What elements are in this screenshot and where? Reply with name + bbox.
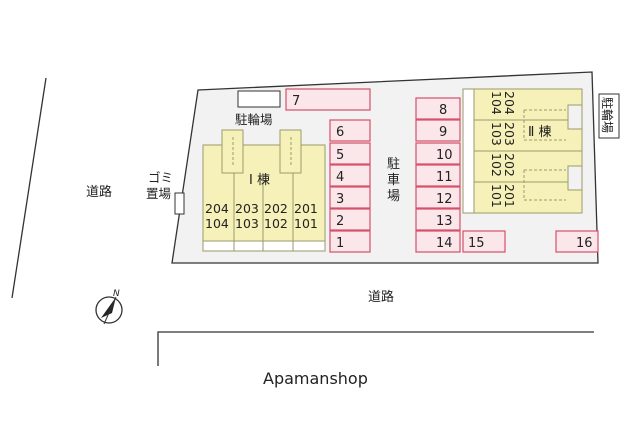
b1-unit-upper-2: 203 [235, 201, 259, 216]
garbage-label: ゴミ 置場 [146, 170, 177, 201]
parking-space-14-label: 14 [436, 236, 453, 251]
parking-space-9 [415, 119, 461, 142]
parking-space-2 [329, 208, 371, 231]
parking-space-7 [285, 88, 371, 111]
bicycle-parking-east-box [598, 93, 620, 139]
b2-unit-lower-4: 101 [489, 184, 504, 208]
parking-column-west [329, 119, 371, 253]
building-2-label: Ⅱ 棟 [528, 125, 552, 140]
parking-space-9-label: 9 [439, 125, 447, 140]
parking-space-13-label: 13 [436, 214, 453, 229]
parking-column-east [415, 97, 461, 253]
parking-space-6-label: 6 [336, 125, 344, 140]
b1-unit-lower-4: 101 [294, 216, 318, 231]
b2-unit-upper-4: 201 [502, 184, 517, 208]
b1-unit-upper-1: 204 [205, 201, 229, 216]
parking-space-1 [329, 230, 371, 253]
b1-unit-lower-1: 104 [205, 216, 229, 231]
b2-unit-upper-2: 203 [502, 122, 517, 146]
parking-space-11 [415, 164, 461, 187]
parking-space-12 [415, 186, 461, 209]
parking-space-5-label: 5 [336, 148, 344, 163]
parking-space-10-label: 10 [436, 148, 453, 163]
bicycle-parking-box [237, 90, 281, 108]
parking-space-1-label: 1 [336, 236, 344, 251]
parking-space-3-label: 3 [336, 192, 344, 207]
parking-space-3 [329, 186, 371, 209]
parking-label-char2: 車 [387, 173, 400, 188]
parking-space-4-label: 4 [336, 170, 344, 185]
garbage-box [174, 192, 185, 215]
b2-unit-lower-3: 102 [489, 153, 504, 177]
parking-label-char3: 場 [387, 189, 400, 204]
b1-unit-upper-4: 201 [294, 201, 318, 216]
garbage-label-line2: 置場 [146, 186, 171, 201]
building-1-label: Ⅰ 棟 [249, 173, 270, 188]
b2-unit-lower-2: 103 [489, 122, 504, 146]
b1-unit-lower-3: 102 [264, 216, 288, 231]
north-arrow-icon [95, 296, 123, 325]
parking-space-4 [329, 164, 371, 187]
compass-north-letter: N [113, 289, 120, 299]
b1-unit-lower-2: 103 [235, 216, 259, 231]
road-label-west: 道路 [86, 184, 112, 200]
parking-label-char1: 駐 [387, 157, 400, 172]
road-label-south: 道路 [368, 289, 394, 305]
parking-space-13 [415, 208, 461, 231]
building-2 [462, 88, 583, 214]
parking-space-14 [415, 230, 461, 253]
parking-space-5 [329, 142, 371, 165]
b2-unit-upper-1: 204 [502, 91, 517, 115]
parking-space-16-label: 16 [576, 236, 593, 251]
watermark: Apamanshop [263, 369, 368, 388]
parking-space-15-label: 15 [468, 236, 485, 251]
garbage-label-line1: ゴミ [148, 170, 173, 185]
south-road-edge [157, 331, 594, 366]
parking-space-12-label: 12 [436, 192, 453, 207]
parking-space-2-label: 2 [336, 214, 344, 229]
parking-space-16 [555, 230, 599, 253]
parking-space-11-label: 11 [436, 170, 453, 185]
parking-space-8 [415, 97, 461, 120]
parking-space-7-label: 7 [292, 94, 300, 109]
parking-label: 駐 車 場 [387, 157, 404, 204]
parking-space-8-label: 8 [439, 103, 447, 118]
building-1 [202, 129, 326, 252]
parking-space-15 [462, 230, 506, 253]
b2-unit-upper-3: 202 [502, 153, 517, 177]
bicycle-parking-east-label: 駐輪場 [600, 97, 615, 133]
parking-space-6 [329, 119, 371, 142]
parking-space-10 [415, 142, 461, 165]
b2-unit-lower-1: 104 [489, 91, 504, 115]
bicycle-parking-label: 駐輪場 [235, 112, 273, 127]
west-road-edge [11, 77, 47, 299]
b1-unit-upper-3: 202 [264, 201, 288, 216]
